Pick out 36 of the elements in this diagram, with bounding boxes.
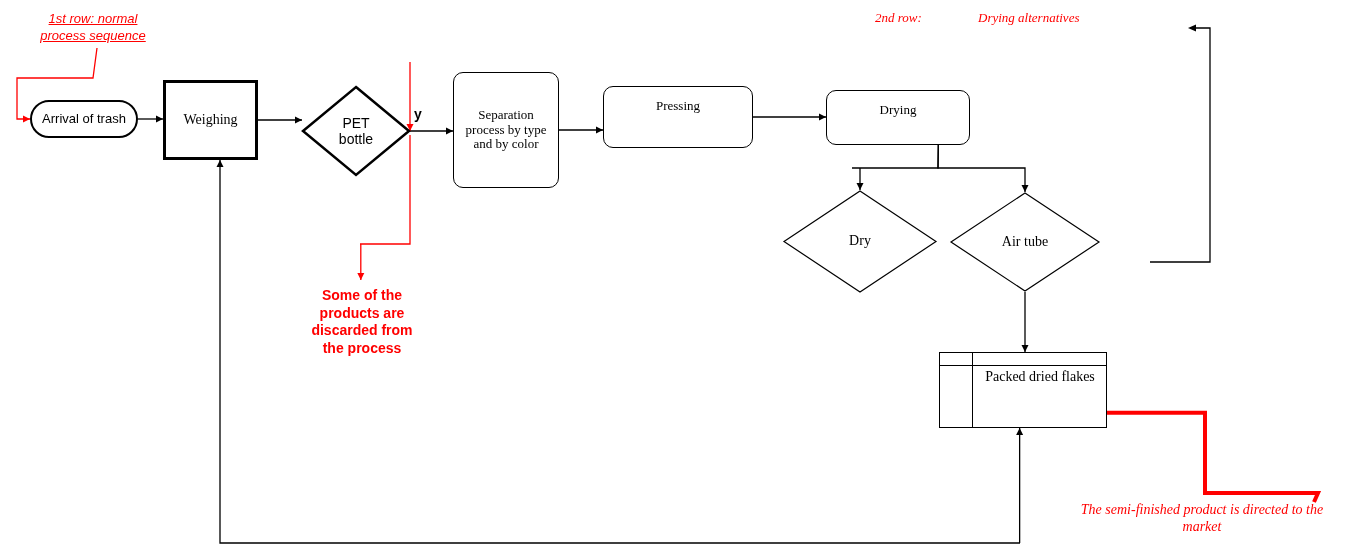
- arrow: [257, 116, 303, 124]
- decision-label: PET bottle: [337, 114, 375, 148]
- note-text: The semi-finished product is directed to the market: [1079, 502, 1325, 536]
- terminal-label: Arrival of trash: [42, 111, 126, 127]
- storage-label: Packed dried flakes: [985, 369, 1095, 386]
- process-box: [603, 86, 753, 148]
- arrow: [1021, 291, 1029, 353]
- decision-label: Dry: [849, 233, 871, 250]
- process-label: Weighing: [183, 111, 238, 129]
- arrow: [558, 126, 604, 134]
- leader-line: [1107, 410, 1322, 503]
- note-text: Some of the products are discarded from the process: [310, 287, 414, 357]
- arrow: [216, 159, 1024, 544]
- process-label: Separation process by type and by color: [464, 107, 548, 153]
- decision-label: Air tube: [1001, 233, 1049, 251]
- arrow: [409, 127, 454, 135]
- note-text: 1st row: normal process sequence: [39, 11, 147, 45]
- decision-diamond: [302, 86, 410, 176]
- arrow: [937, 144, 1029, 193]
- process-box: [163, 80, 258, 160]
- arrow: [16, 47, 98, 123]
- process-box: [826, 90, 970, 145]
- terminal-shape: [30, 100, 138, 138]
- arrow: [357, 134, 411, 281]
- arrow: [406, 61, 414, 132]
- annotation-text: Drying alternatives: [978, 10, 1080, 26]
- process-box: [453, 72, 559, 188]
- process-label: Pressing: [655, 99, 701, 114]
- arrow: [752, 113, 827, 121]
- storage-box: [939, 352, 1107, 428]
- annotation-text: 2nd row:: [875, 10, 922, 26]
- decision-diamond: [950, 192, 1100, 292]
- process-label: Drying: [879, 103, 917, 118]
- branch-label: y: [414, 106, 422, 122]
- arrow: [137, 115, 164, 123]
- decision-diamond: [783, 190, 937, 293]
